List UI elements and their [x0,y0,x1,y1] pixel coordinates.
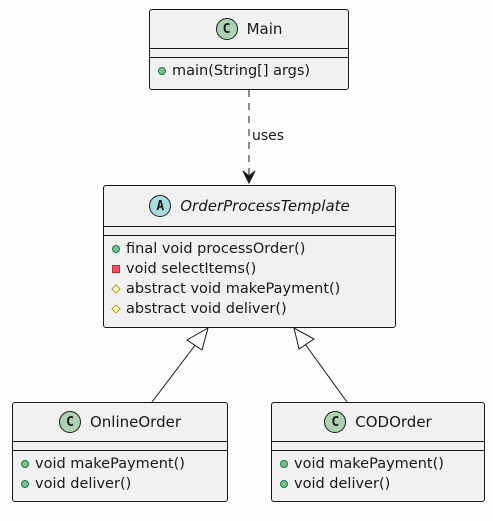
class-stereotype-icon: C [58,411,81,433]
online-generalization-arrowhead [186,326,209,351]
method-row: void makePayment() [280,454,484,474]
method-row: void makePayment() [21,454,227,474]
method-signature: abstract void makePayment() [126,281,341,297]
public-visibility-icon [21,460,29,468]
method-signature: final void processOrder() [126,241,306,257]
abstract-stereotype-icon: A [149,195,172,217]
online-generalization-line [151,343,197,403]
class-header: C OnlineOrder [13,403,227,442]
protected-visibility-icon [111,304,121,314]
cod-generalization-arrowhead [293,327,315,350]
attributes-compartment [272,442,484,451]
method-signature: void deliver() [294,476,391,492]
method-row: void deliver() [21,474,227,494]
class-stereotype-icon: C [324,411,347,433]
public-visibility-icon [21,480,29,488]
methods-compartment: final void processOrder() void selectIte… [104,236,395,323]
methods-compartment: void makePayment() void deliver() [272,451,484,498]
method-signature: void makePayment() [294,456,444,472]
attributes-compartment [150,49,348,58]
method-row: main(String[] args) [158,61,348,81]
method-row: void deliver() [280,474,484,494]
uses-relation-label: uses [252,128,285,144]
public-visibility-icon [280,480,288,488]
method-signature: abstract void deliver() [126,301,287,317]
method-row: abstract void deliver() [111,299,395,319]
class-order-process-template[interactable]: A OrderProcessTemplate final void proces… [103,185,396,328]
public-visibility-icon [158,67,166,75]
class-header: C Main [150,10,348,49]
public-visibility-icon [280,460,288,468]
class-header: A OrderProcessTemplate [104,186,395,227]
method-row: final void processOrder() [112,239,395,259]
uses-arrowhead [242,170,256,185]
class-main[interactable]: C Main main(String[] args) [149,9,349,90]
protected-visibility-icon [111,284,121,294]
private-visibility-icon [112,265,120,273]
methods-compartment: void makePayment() void deliver() [13,451,227,498]
class-name: OnlineOrder [89,413,181,431]
method-signature: void selectItems() [126,261,257,277]
public-visibility-icon [112,245,120,253]
class-cod-order[interactable]: C CODOrder void makePayment() void deliv… [271,402,485,502]
cod-generalization-line [304,343,348,403]
method-signature: main(String[] args) [172,63,311,79]
method-row: void selectItems() [112,259,395,279]
class-name: CODOrder [355,413,432,431]
attributes-compartment [13,442,227,451]
class-name: Main [246,20,283,38]
attributes-compartment [104,227,395,236]
method-signature: void makePayment() [35,456,185,472]
class-stereotype-icon: C [215,18,238,40]
class-header: C CODOrder [272,403,484,442]
method-row: abstract void makePayment() [111,279,395,299]
class-name: OrderProcessTemplate [180,197,350,215]
class-online-order[interactable]: C OnlineOrder void makePayment() void de… [12,402,228,502]
method-signature: void deliver() [35,476,132,492]
methods-compartment: main(String[] args) [150,58,348,85]
